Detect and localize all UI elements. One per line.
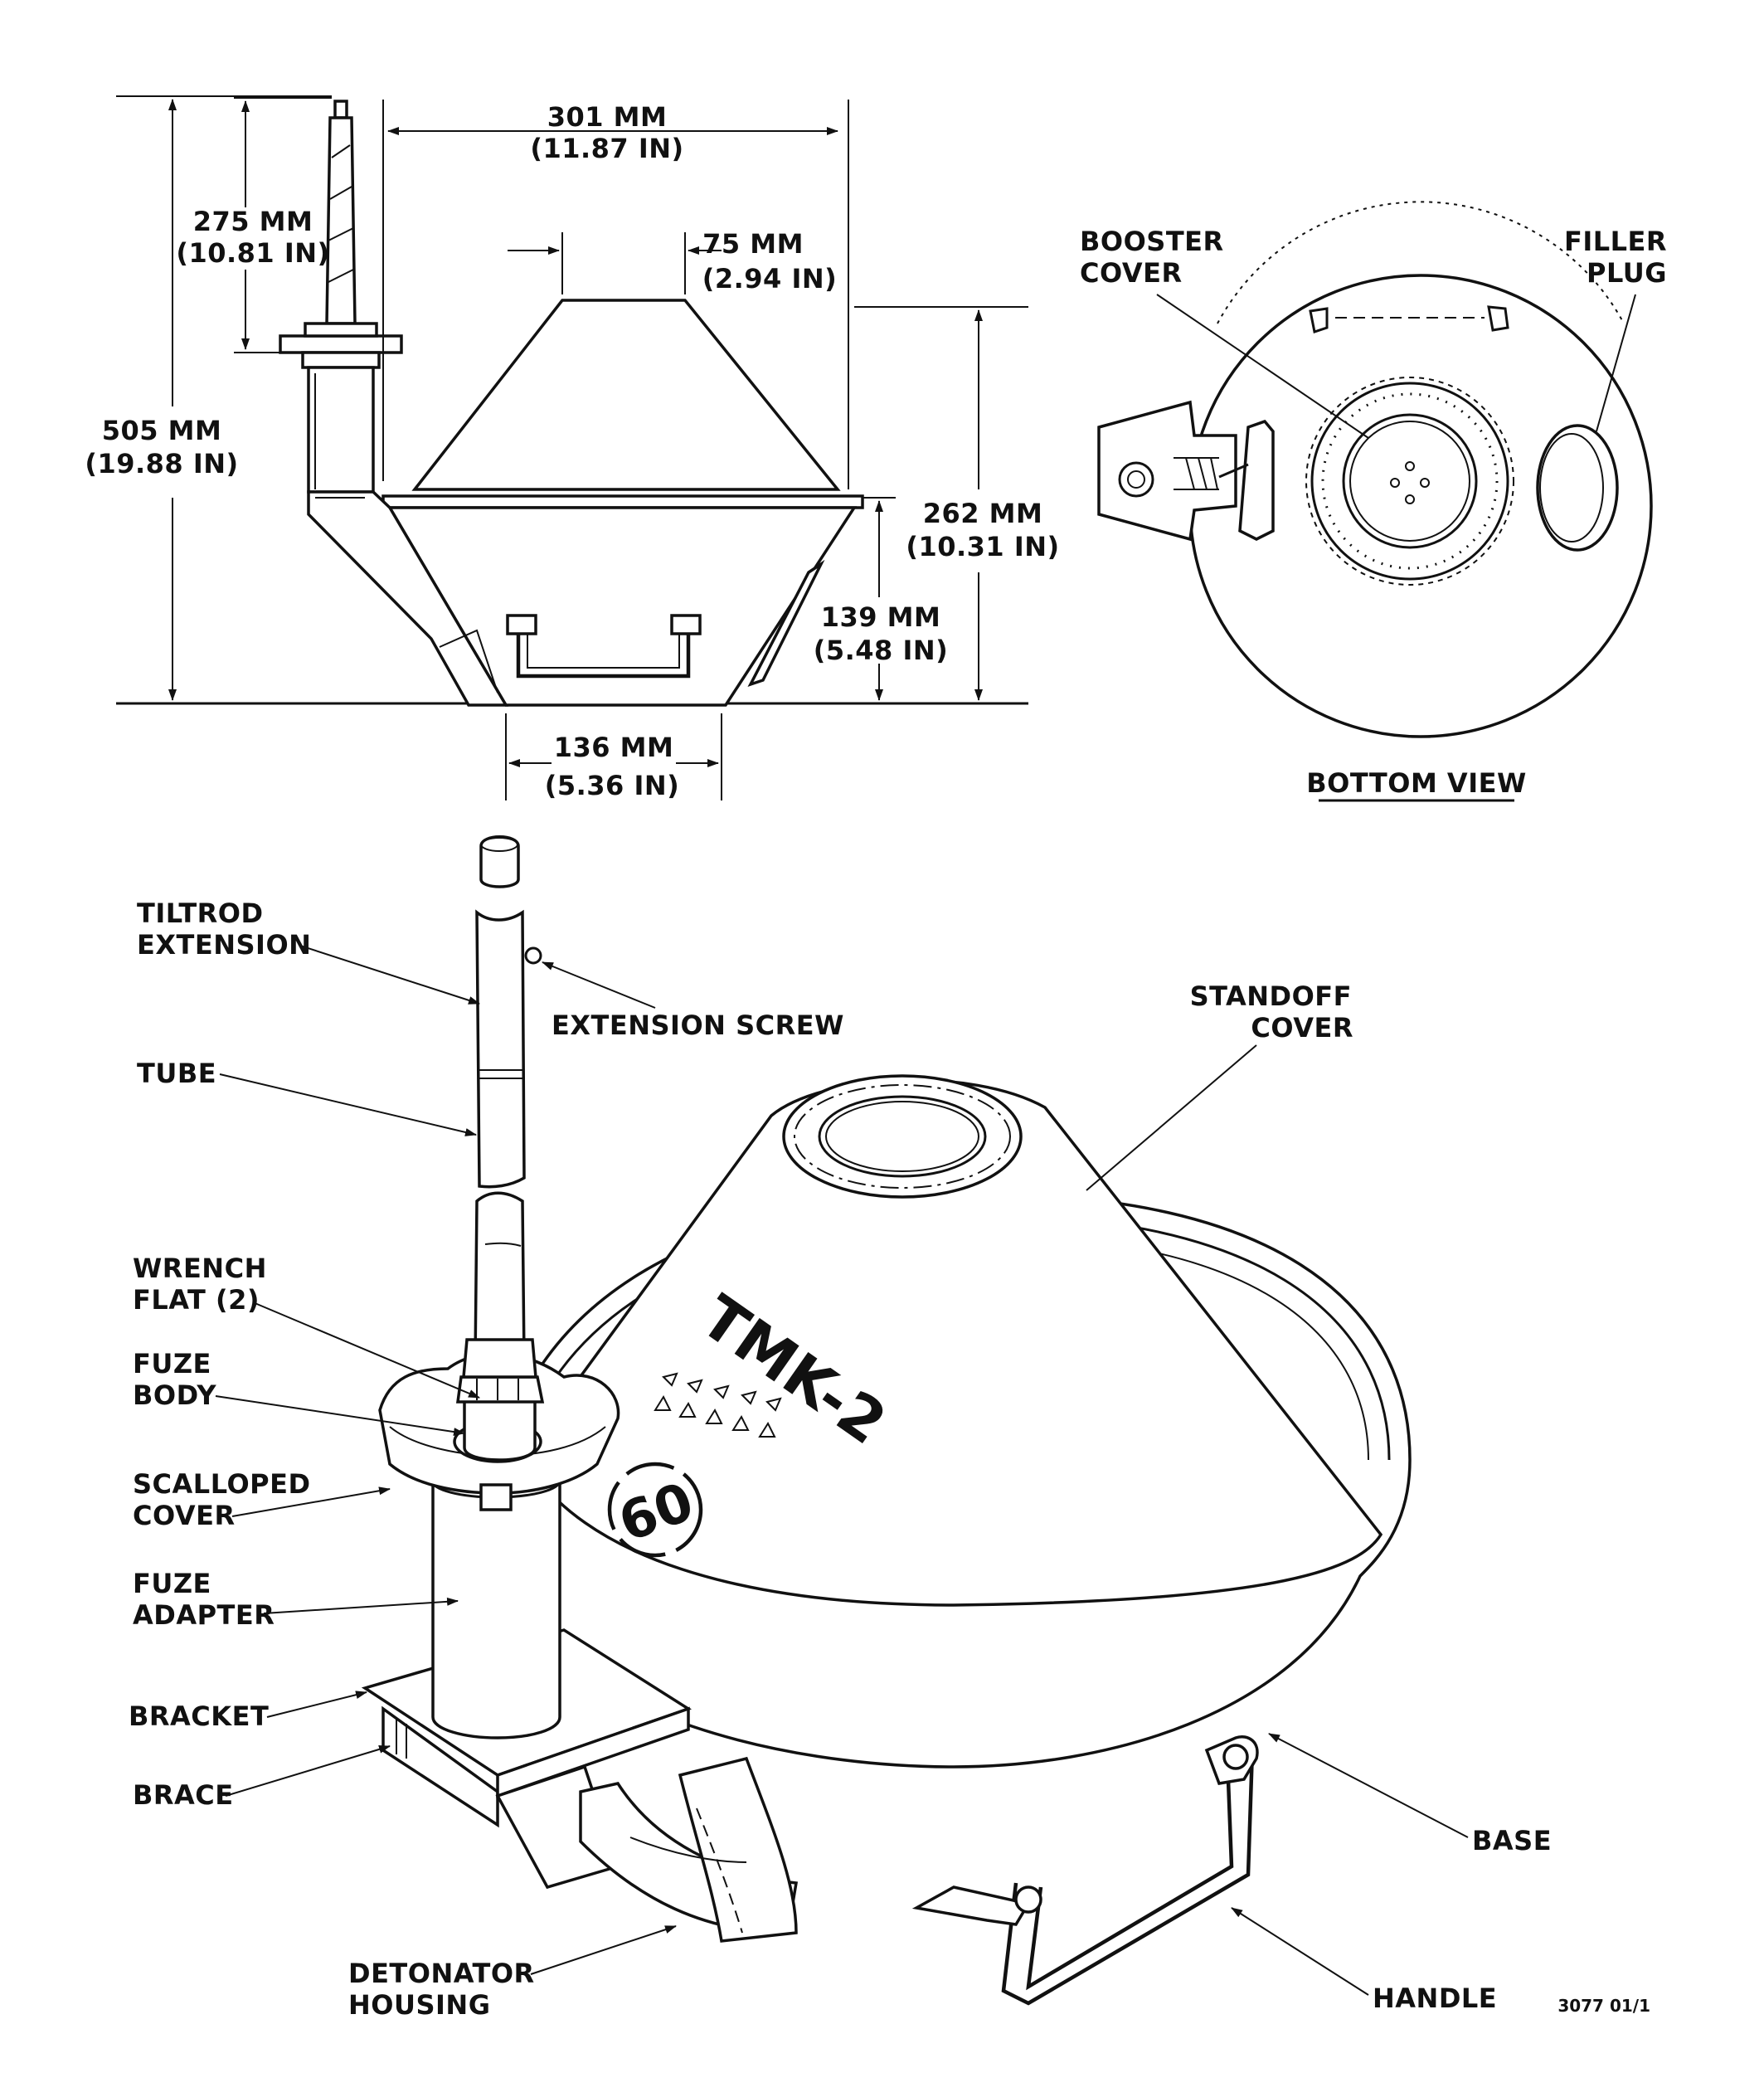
fuze-body-label-1: FUZE xyxy=(133,1348,211,1379)
tiltrod-extension-label-1: TILTROD xyxy=(137,898,264,929)
fuze-adapter-leader xyxy=(263,1597,459,1614)
standoff-cover-label-1: STANDOFF xyxy=(1190,980,1352,1012)
bracket-label: BRACKET xyxy=(129,1700,269,1732)
base-label: BASE xyxy=(1472,1825,1552,1856)
dim-overall-height-in: (19.88 IN) xyxy=(85,448,238,479)
detonator-housing-label-1: DETONATOR xyxy=(348,1958,535,1989)
filler-plug-leader xyxy=(1596,294,1636,432)
fuze-body-leader xyxy=(215,1395,465,1437)
tiltrod-extension-label-2: EXTENSION xyxy=(137,929,311,961)
wrench-flat-leader xyxy=(252,1302,480,1399)
bottom-view: BOOSTER COVER FILLER PLUG BOTTOM VIEW xyxy=(1080,201,1667,802)
bracket-leader xyxy=(266,1691,367,1718)
dim-cone-top-mm: 75 MM xyxy=(702,228,804,260)
standoff-cover-leader xyxy=(1086,1044,1257,1191)
wrench-flat-label-2: FLAT (2) xyxy=(133,1284,260,1316)
dim-cone-top-in: (2.94 IN) xyxy=(702,263,838,294)
booster-cover-label-1: BOOSTER xyxy=(1080,226,1224,257)
dim-overall-height-mm: 505 MM xyxy=(102,415,222,446)
stencil-triangles xyxy=(654,1372,782,1438)
detonator-housing-leader xyxy=(530,1925,677,1975)
dim-overall-width-mm: 301 MM xyxy=(547,101,668,133)
fuze-adapter-label-2: ADAPTER xyxy=(133,1599,275,1631)
booster-cover-label-2: COVER xyxy=(1080,257,1183,289)
side-dimensions: 301 MM (11.87 IN) 275 MM (10.81 IN) 75 M… xyxy=(85,95,1059,801)
scalloped-cover-label-2: COVER xyxy=(133,1500,236,1531)
extension-screw-label: EXTENSION SCREW xyxy=(552,1010,844,1041)
detonator-housing-drawing xyxy=(579,1756,799,1943)
dim-base-width-mm: 136 MM xyxy=(554,732,674,763)
extension-screw-leader xyxy=(542,961,656,1009)
filler-plug-label-1: FILLER xyxy=(1564,226,1667,257)
detonator-housing-label-2: HOUSING xyxy=(348,1989,490,2021)
dim-body-height-mm: 262 MM xyxy=(923,498,1043,529)
figure-id: 3077 01/1 xyxy=(1557,1996,1650,2016)
brace-label: BRACE xyxy=(133,1779,234,1811)
dim-base-width-in: (5.36 IN) xyxy=(545,770,680,801)
wrench-flat-label-1: WRENCH xyxy=(133,1253,267,1284)
side-tiltrod xyxy=(279,100,403,494)
tube-leader xyxy=(219,1073,477,1136)
dim-tiltrod-mm: 275 MM xyxy=(193,206,313,237)
scalloped-cover-label-1: SCALLOPED xyxy=(133,1468,311,1500)
dim-body-height-in: (10.31 IN) xyxy=(906,531,1059,562)
dim-base-height-in: (5.48 IN) xyxy=(814,635,949,666)
tiltrod-extension-leader xyxy=(299,945,480,1005)
standoff-cover-label-2: COVER xyxy=(1251,1012,1353,1044)
bottom-view-title: BOTTOM VIEW xyxy=(1306,767,1527,799)
side-mine-body xyxy=(307,299,864,707)
side-view: 301 MM (11.87 IN) 275 MM (10.81 IN) 75 M… xyxy=(85,95,1059,801)
brace-leader xyxy=(225,1744,391,1797)
booster-cover-drawing xyxy=(1305,377,1514,586)
fuze-body-label-2: BODY xyxy=(133,1379,216,1411)
standoff-cover-cone: TMK-2 60 xyxy=(520,1074,1383,1607)
filler-plug-drawing xyxy=(1536,424,1619,552)
base-leader xyxy=(1268,1733,1469,1838)
fuze-adapter-label-1: FUZE xyxy=(133,1568,211,1599)
booster-cover-leader xyxy=(1156,294,1369,439)
handle-label: HANDLE xyxy=(1373,1983,1497,2014)
exploded-view: TMK-2 60 xyxy=(129,835,1650,2021)
lower-tiltrod-drawing xyxy=(462,1191,537,1379)
handle-drawing xyxy=(911,1735,1259,2006)
dim-base-height-mm: 139 MM xyxy=(821,601,941,633)
dim-overall-width-in: (11.87 IN) xyxy=(530,133,683,164)
handle-leader xyxy=(1231,1907,1369,1996)
fuze-body-drawing xyxy=(456,1375,545,1462)
filler-plug-label-2: PLUG xyxy=(1587,257,1667,289)
tube-extension-drawing xyxy=(475,835,542,1189)
scalloped-cover-leader xyxy=(231,1486,391,1517)
dim-tiltrod-in: (10.81 IN) xyxy=(176,237,329,269)
tube-label: TUBE xyxy=(137,1058,216,1089)
